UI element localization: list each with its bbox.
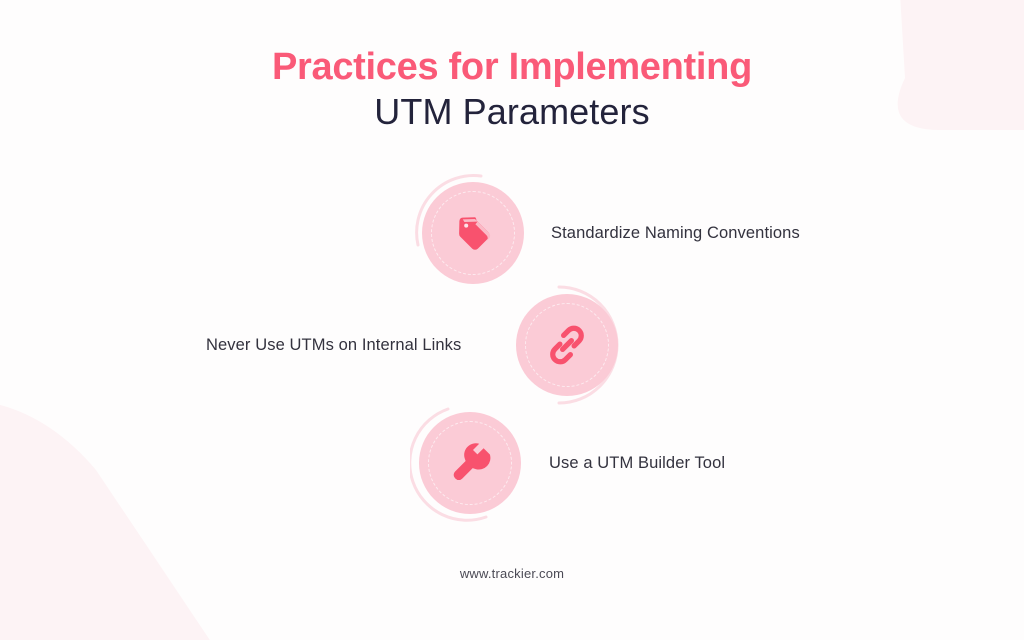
practice-label-1: Standardize Naming Conventions (551, 224, 800, 242)
footer-website[interactable]: www.trackier.com (459, 566, 565, 581)
link-icon (543, 321, 591, 369)
title-line-2: UTM Parameters (374, 91, 650, 132)
practice-badge-1[interactable] (413, 173, 533, 293)
practice-row-1: Standardize Naming Conventions (0, 173, 1024, 293)
badge-dashed-ring-2 (525, 303, 609, 387)
wrench-icon (446, 439, 494, 487)
badge-dashed-ring-3 (428, 421, 512, 505)
badge-dashed-ring-1 (431, 191, 515, 275)
title-line-1: Practices for Implementing (271, 46, 752, 88)
badge-arc-3 (410, 407, 488, 522)
practice-badge-2[interactable] (507, 285, 627, 405)
page-title: Practices for Implementing UTM Parameter… (0, 44, 1024, 134)
practice-label-2: Never Use UTMs on Internal Links (206, 336, 462, 354)
practice-label-3: Use a UTM Builder Tool (549, 454, 726, 472)
practice-badge-3[interactable] (410, 403, 530, 523)
badge-arc-1 (415, 174, 483, 247)
tag-icon (449, 209, 497, 257)
practice-row-2: Never Use UTMs on Internal Links (0, 285, 1024, 405)
practice-row-3: Use a UTM Builder Tool (0, 403, 1024, 523)
